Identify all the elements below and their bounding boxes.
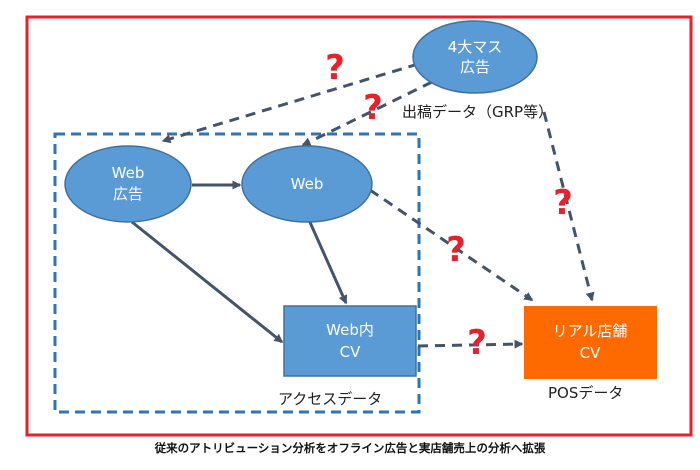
node-web-line1: Web <box>291 175 324 193</box>
question-mark-web-store: ? <box>446 230 466 270</box>
arrow-mass-to-store <box>542 111 595 302</box>
node-mass-ad-line2: 広告 <box>460 58 490 76</box>
node-web-cv: Web内 CV <box>283 305 417 377</box>
arrow-mass-to-web <box>301 80 433 147</box>
node-web: Web <box>241 145 373 223</box>
node-web-ad-line2: 広告 <box>113 185 143 203</box>
node-web-cv-line2: CV <box>340 343 361 361</box>
question-mark-mass-webad: ? <box>325 48 345 88</box>
outer-frame <box>25 15 693 437</box>
diagram-caption: 従来のアトリビューション分析をオフライン広告と実店舗売上の分析へ拡張 <box>154 441 546 455</box>
node-mass-ad-line1: 4大マス <box>448 38 503 56</box>
question-mark-webcv-store: ? <box>467 323 487 363</box>
node-mass-ad: 4大マス 広告 <box>412 20 538 94</box>
question-mark-mass-web: ? <box>363 88 383 128</box>
node-web-cv-line1: Web内 <box>326 321 374 339</box>
pos-data-label: POSデータ <box>548 384 623 402</box>
access-data-label: アクセスデータ <box>278 390 382 408</box>
arrow-mass-to-webad <box>161 62 419 144</box>
placement-data-label: 出稿データ（GRP等） <box>402 103 553 121</box>
arrow-web-to-webcv <box>307 219 348 305</box>
node-store-cv: リアル店舗 CV <box>524 306 657 379</box>
arrow-webad-to-webcv <box>131 220 284 344</box>
node-web-ad: Web 広告 <box>64 145 192 223</box>
question-mark-mass-store: ? <box>553 183 573 223</box>
arrow-webcv-to-store <box>417 339 524 349</box>
node-web-ad-line1: Web <box>112 164 145 182</box>
node-store-cv-line2: CV <box>580 344 601 362</box>
node-store-cv-line1: リアル店舗 <box>553 322 628 340</box>
access-data-region <box>53 132 421 414</box>
